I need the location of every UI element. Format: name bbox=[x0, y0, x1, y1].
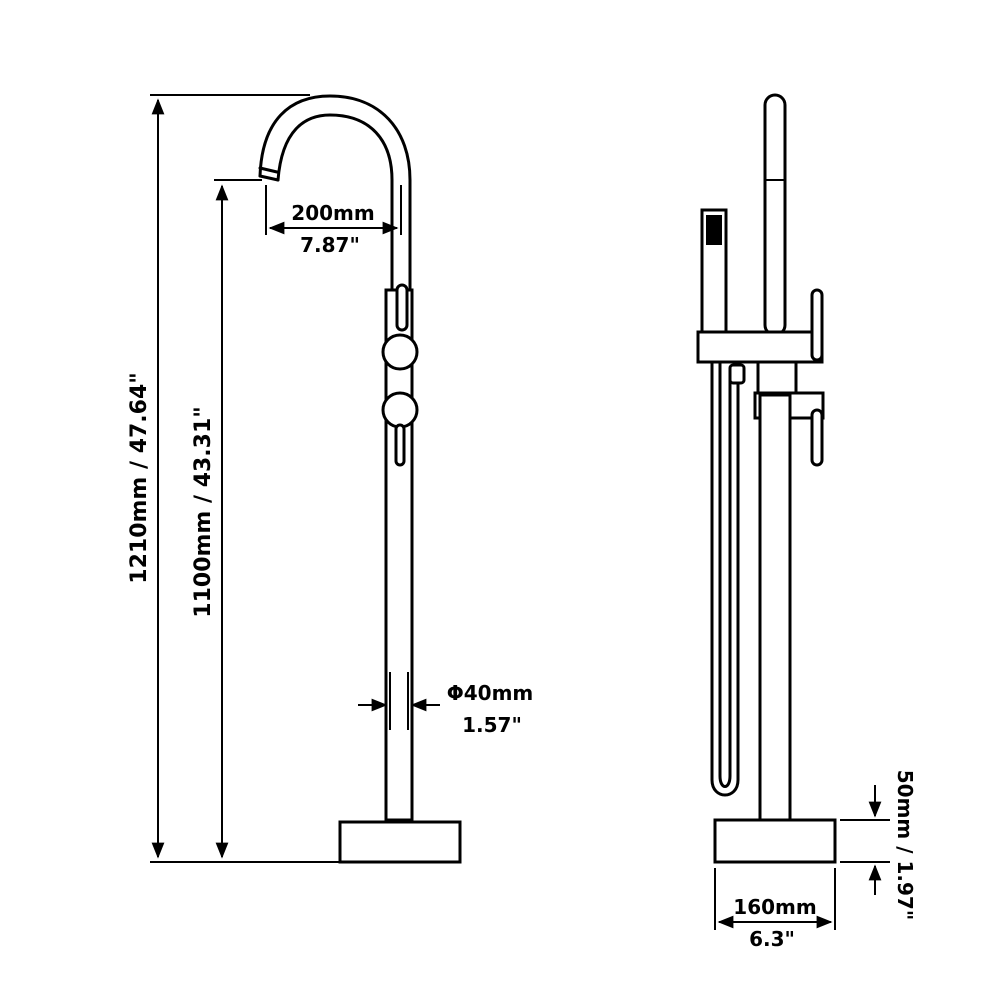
hand-shower bbox=[700, 208, 728, 337]
front-view: 1210mm / 47.64" 1100mm / 43.31" 200mm 7.… bbox=[127, 94, 533, 864]
side-view: 50mm / 1.97" 160mm 6.3" bbox=[696, 93, 917, 951]
spout-reach-dimension: 200mm 7.87" bbox=[265, 185, 402, 257]
base-height-label: 50mm / 1.97" bbox=[893, 770, 917, 921]
shower-hose bbox=[710, 360, 740, 797]
main-column bbox=[384, 288, 414, 822]
side-base bbox=[713, 818, 837, 864]
base-width-dimension: 160mm 6.3" bbox=[714, 868, 836, 951]
total-height-dimension: 1210mm / 47.64" bbox=[127, 94, 340, 863]
valve-body bbox=[696, 330, 824, 364]
spout-height-label: 1100mm / 43.31" bbox=[191, 406, 216, 617]
front-base bbox=[338, 820, 462, 864]
base-width-mm-label: 160mm bbox=[733, 895, 816, 919]
side-column bbox=[758, 393, 792, 825]
base-width-in-label: 6.3" bbox=[749, 927, 795, 951]
total-height-label: 1210mm / 47.64" bbox=[127, 372, 152, 583]
base-height-dimension: 50mm / 1.97" bbox=[840, 770, 917, 921]
pipe-diameter-mm-label: Φ40mm bbox=[447, 681, 534, 705]
pipe-diameter-in-label: 1.57" bbox=[462, 713, 522, 737]
pipe-diameter-dimension: Φ40mm 1.57" bbox=[358, 672, 533, 737]
spout-gooseneck bbox=[258, 94, 412, 297]
valve-handles bbox=[381, 283, 419, 467]
spout-reach-mm-label: 200mm bbox=[291, 201, 374, 225]
spout-height-dimension: 1100mm / 43.31" bbox=[191, 179, 262, 859]
spout-reach-in-label: 7.87" bbox=[300, 233, 360, 257]
